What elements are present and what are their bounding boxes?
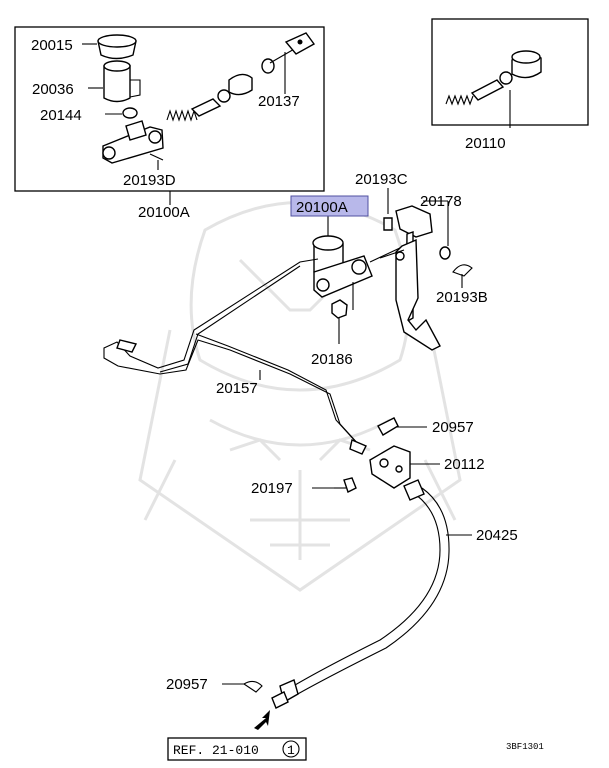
part-cap-20015 <box>82 34 137 60</box>
label-20100a-highlighted: 20100A <box>296 199 348 216</box>
part-clip-20957-upper <box>377 417 427 436</box>
part-clip-20193b <box>452 264 473 288</box>
part-clip-20957-lower <box>222 680 263 693</box>
part-pushrod-20137 <box>269 32 316 94</box>
label-20193c: 20193C <box>355 171 408 188</box>
part-bushing-20178 <box>423 200 451 260</box>
reference-circle-number: 1 <box>287 743 295 758</box>
reference-box <box>167 737 307 761</box>
part-master-cylinder-body <box>102 120 164 164</box>
label-20112: 20112 <box>444 456 485 473</box>
diagram-code: 3BF1301 <box>506 742 544 752</box>
reference-arrow-icon <box>254 710 270 730</box>
label-20197: 20197 <box>251 480 293 497</box>
part-master-cylinder-main <box>312 216 403 298</box>
part-nut-20186 <box>331 299 348 344</box>
label-20193d: 20193D <box>123 172 176 189</box>
part-spring-left <box>166 109 198 122</box>
label-20957-lower: 20957 <box>166 676 208 693</box>
label-20137: 20137 <box>258 93 300 110</box>
label-20144: 20144 <box>40 107 82 124</box>
label-20110: 20110 <box>465 135 506 152</box>
part-clevis-20193c <box>383 188 393 231</box>
reference-circle <box>282 740 300 758</box>
part-bracket-20112 <box>369 445 440 489</box>
label-20193b: 20193B <box>436 289 488 306</box>
highlight-20100a <box>290 195 369 217</box>
label-20425: 20425 <box>476 527 518 544</box>
label-20957-upper: 20957 <box>432 419 474 436</box>
part-hose-20425 <box>271 479 472 709</box>
label-20036: 20036 <box>32 81 74 98</box>
label-20157: 20157 <box>216 380 258 397</box>
label-20015: 20015 <box>31 37 73 54</box>
label-20186: 20186 <box>311 351 353 368</box>
part-pedal-bracket <box>379 205 441 351</box>
part-tube-20157 <box>103 258 367 455</box>
part-repair-kit-20110 <box>445 50 542 128</box>
label-20178: 20178 <box>420 193 462 210</box>
part-bolt-20197 <box>312 477 357 493</box>
label-20100a: 20100A <box>138 204 190 221</box>
part-reservoir-20036 <box>88 60 141 103</box>
reference-text: REF. 21-010 <box>173 743 259 758</box>
part-grommet-20144 <box>105 107 138 119</box>
part-pin-20193d <box>149 153 164 170</box>
